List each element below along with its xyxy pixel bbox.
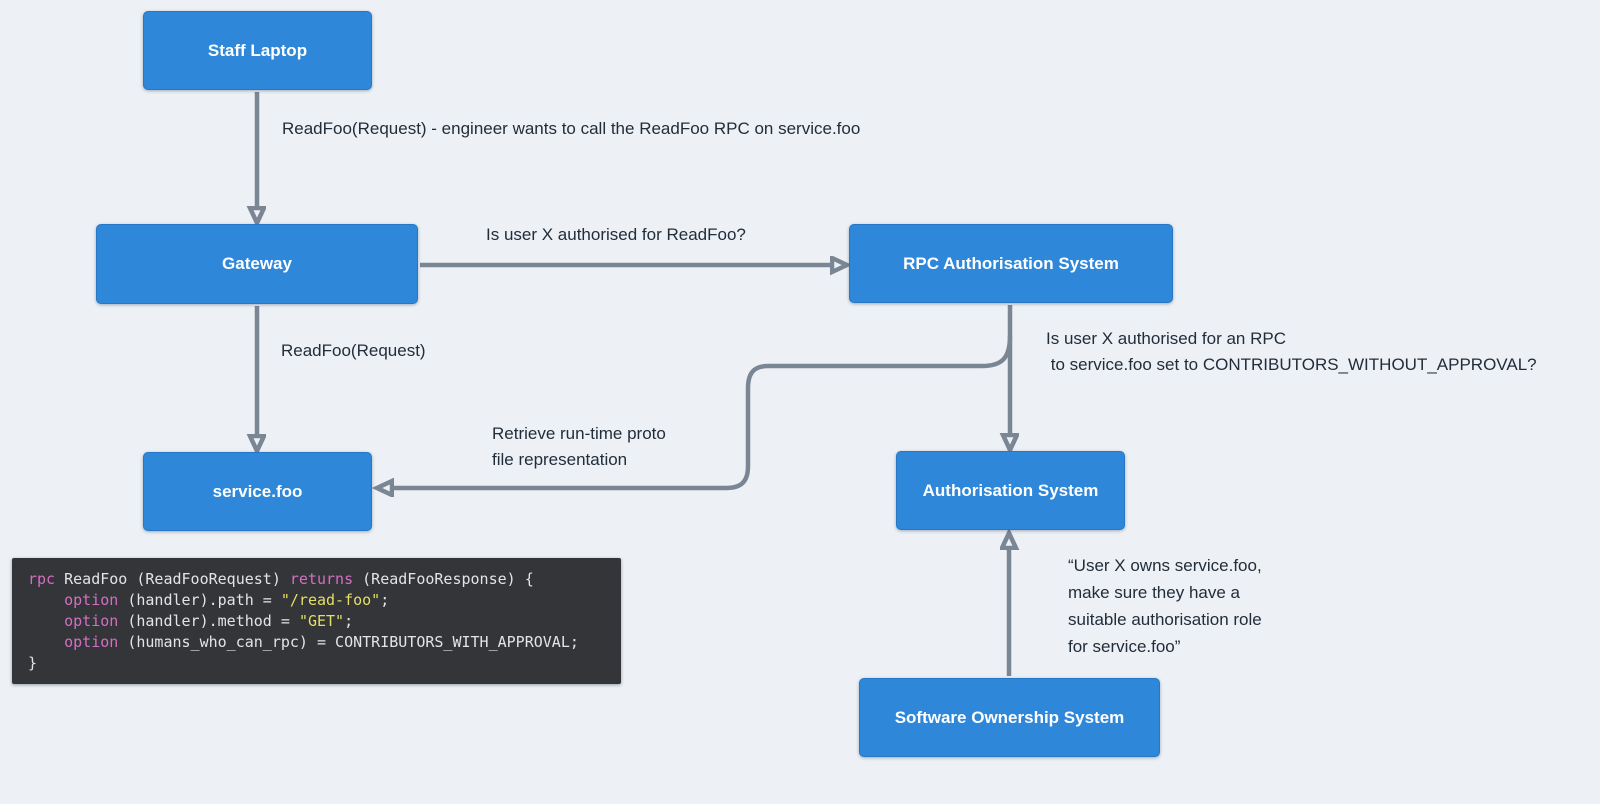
node-gateway-label: Gateway — [222, 254, 292, 273]
label-ownership-note: “User X owns service.foo, make sure they… — [1068, 556, 1262, 656]
node-service-foo-label: service.foo — [212, 481, 303, 501]
code-block: rpc ReadFoo (ReadFooRequest) returns (Re… — [12, 558, 621, 684]
node-staff-laptop: Staff Laptop — [143, 11, 372, 90]
node-authorisation-system-label: Authorisation System — [922, 480, 1099, 500]
code-line: option (handler).method = "GET"; — [64, 612, 354, 630]
code-line: option (humans_who_can_rpc) = CONTRIBUTO… — [64, 633, 579, 651]
node-rpc-authorisation-system-label: RPC Authorisation System — [903, 253, 1119, 273]
node-rpc-authorisation-system: RPC Authorisation System — [849, 224, 1173, 303]
label-staff-to-gateway: ReadFoo(Request) - engineer wants to cal… — [282, 119, 861, 138]
code-line: rpc ReadFoo (ReadFooRequest) returns (Re… — [28, 570, 534, 588]
label-rpc-auth-to-auth-system: Is user X authorised for an RPC to servi… — [1046, 329, 1537, 374]
node-software-ownership-system-label: Software Ownership System — [894, 707, 1125, 727]
code-line: } — [28, 654, 38, 672]
code-line: option (handler).path = "/read-foo"; — [64, 591, 390, 609]
node-service-foo: service.foo — [143, 452, 372, 531]
label-retrieve-proto: Retrieve run-time proto file representat… — [492, 424, 666, 469]
node-staff-laptop-label: Staff Laptop — [207, 40, 308, 60]
node-software-ownership-system: Software Ownership System — [859, 678, 1160, 757]
node-authorisation-system: Authorisation System — [896, 451, 1125, 530]
label-gateway-to-rpc-auth: Is user X authorised for ReadFoo? — [486, 225, 746, 244]
node-gateway: Gateway — [96, 224, 418, 304]
label-gateway-to-service-foo: ReadFoo(Request) — [281, 341, 426, 360]
